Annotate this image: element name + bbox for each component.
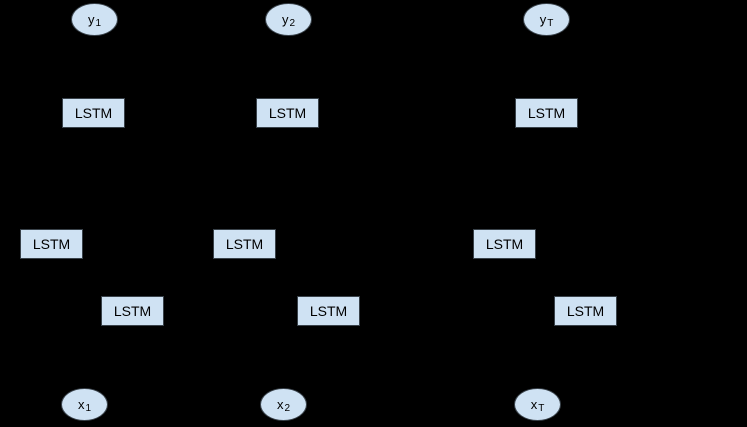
output-node-y1-label: y [87, 12, 95, 27]
lstm-node-forward-2: LSTM [297, 296, 360, 326]
output-node-yT-subscript: T [547, 17, 554, 29]
lstm-node-forward-1: LSTM [101, 296, 164, 326]
input-node-xT-label: x [530, 397, 538, 412]
input-node-x2-label: x [276, 397, 284, 412]
lstm-node-backward-T: LSTM [473, 229, 536, 259]
input-node-x2-subscript: 2 [284, 402, 291, 414]
lstm-node-output-1: LSTM [62, 98, 125, 128]
lstm-node-output-T: LSTM [515, 98, 578, 128]
lstm-node-backward-2: LSTM [213, 229, 276, 259]
output-node-y1-subscript: 1 [95, 17, 102, 29]
lstm-node-backward-1: LSTM [20, 229, 83, 259]
lstm-node-forward-T: LSTM [554, 296, 617, 326]
output-node-yT-label: y [539, 12, 547, 27]
output-node-y2-label: y [281, 12, 289, 27]
input-node-xT-subscript: T [538, 402, 545, 414]
lstm-node-output-2: LSTM [256, 98, 319, 128]
output-node-y2-subscript: 2 [289, 17, 296, 29]
input-node-x1-label: x [77, 397, 85, 412]
input-node-x1-subscript: 1 [85, 402, 92, 414]
